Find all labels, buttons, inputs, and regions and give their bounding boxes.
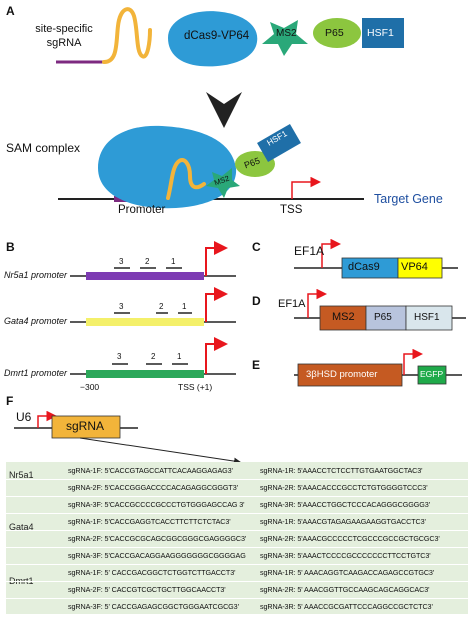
sequence-row: sgRNA-2F: 5'CACCGGGACCCCACAGAGGCGGGT3' s… (6, 483, 468, 502)
dmrt1-site-2: 2 (151, 352, 156, 361)
nr5a1-site-1: 1 (171, 257, 176, 266)
sequence-row: sgRNA-1F: 5'CACCGTAGCCATTCACAAGGAGAG3' s… (6, 466, 468, 485)
egfp-box-label: EGFP (420, 369, 444, 379)
sgrna-top-graphic (56, 7, 152, 64)
promoter-label-a: Promoter (118, 204, 166, 216)
sgrna-box-label: sgRNA (66, 419, 105, 433)
reverse-primer: sgRNA-3R: 5'AAACTCCCCGCCCCCCCTTCCTGTC3' (260, 551, 431, 560)
panel-label-f: F (6, 394, 14, 408)
panel-label-b: B (6, 240, 15, 254)
panel-label-e: E (252, 358, 261, 372)
gene-label-gata4: Gata4 (9, 522, 34, 532)
ms2-star-sam (206, 168, 240, 198)
vp64-box-label: VP64 (401, 261, 428, 273)
forward-primer: sgRNA-1F: 5'CACCGAGGTCACCTTCTTCTCTAC3' (68, 517, 231, 526)
forward-primer: sgRNA-1F: 5'CACCGTAGCCATTCACAAGGAGAG3' (68, 466, 233, 475)
3bhsd-promoter-label: 3βHSD promoter (306, 369, 378, 380)
forward-primer: sgRNA-3F: 5'CACCGCCCCGCCCTGTGGGAGCCAG 3' (68, 500, 245, 509)
sam-sgrna-loop (166, 158, 206, 200)
p65-box-label: P65 (374, 312, 392, 323)
group-separator (6, 513, 468, 514)
sgrna-label-line2: sgRNA (46, 37, 82, 49)
sequence-row: sgRNA-1F: 5' CACCGACGGCTCTGGTCTTGACCT3' … (6, 568, 468, 587)
dmrt1-site-1: 1 (177, 352, 182, 361)
u6-label: U6 (16, 410, 32, 424)
ef1a-label-d: EF1A (278, 298, 306, 310)
gata4-site-2: 2 (159, 302, 164, 311)
forward-primer: sgRNA-3F: 5' CACCGAGAGCGGCTGGGAATCGCG3' (68, 602, 239, 611)
forward-primer: sgRNA-2F: 5'CACCGGGACCCCACAGAGGCGGGT3' (68, 483, 238, 492)
tss-label-a: TSS (280, 204, 303, 216)
sgrna-sequence-table: Nr5a1 Gata4 Dmrt1 sgRNA-1F: 5'CACCGTAGCC… (6, 462, 468, 614)
nr5a1-site-3: 3 (119, 257, 124, 266)
gene-label-nr5a1: Nr5a1 (9, 470, 34, 480)
nr5a1-site-2: 2 (145, 257, 150, 266)
row-separator (6, 598, 468, 599)
sequence-row: sgRNA-3F: 5' CACCGAGAGCGGCTGGGAATCGCG3' … (6, 602, 468, 621)
panel-c-graphics (294, 238, 458, 279)
ms2-label-top: MS2 (276, 28, 297, 39)
sgrna-label-line1: site-specific (35, 23, 93, 35)
panel-label-a: A (6, 4, 15, 18)
reverse-primer: sgRNA-3R: 5' AAACCGCGATTCCCAGGCCGCTCTC3' (260, 602, 433, 611)
row-separator (6, 547, 468, 548)
group-separator (6, 564, 468, 565)
sequence-row: sgRNA-2F: 5'CACCGCGCAGCGGCGGGCGAGGGGC3' … (6, 534, 468, 553)
gata4-site-3: 3 (119, 302, 124, 311)
down-arrow (206, 92, 242, 128)
minus-300-label: −300 (80, 382, 100, 392)
row-separator (6, 479, 468, 480)
sequence-row: sgRNA-3F: 5'CACCGACAGGAAGGGGGGGCGGGGAG s… (6, 551, 468, 570)
dcas9-box-label: dCas9 (348, 261, 380, 273)
dcas9-vp64-label: dCas9-VP64 (184, 30, 250, 42)
panel-label-c: C (252, 240, 261, 254)
p65-oval-sam (235, 151, 275, 177)
sequence-row: sgRNA-2F: 5' CACCGTCGCTGCTTGGCAACCT3' sg… (6, 585, 468, 604)
gata4-site-1: 1 (182, 302, 187, 311)
ms2-box-label: MS2 (332, 311, 355, 323)
reverse-primer: sgRNA-2R: 5' AAACGGTTGCCAAGCAGCAGGCAC3' (260, 585, 430, 594)
gata4-promoter-label: Gata4 promoter (4, 316, 68, 326)
reverse-primer: sgRNA-1R: 5'AAACCTCTCCTTGTGAATGGCTAC3' (260, 466, 423, 475)
hsf1-box-label: HSF1 (414, 312, 440, 323)
row-separator (6, 496, 468, 497)
sgrna-label: site-specific sgRNA (24, 22, 104, 50)
forward-primer: sgRNA-1F: 5' CACCGACGGCTCTGGTCTTGACCT3' (68, 568, 236, 577)
tss-plus1-label: TSS (+1) (178, 382, 213, 392)
reverse-primer: sgRNA-2R: 5'AAACACCCGCCTCTGTGGGGTCCC3' (260, 483, 428, 492)
reverse-primer: sgRNA-1R: 5' AAACAGGTCAAGACCAGAGCCGTGC3' (260, 568, 435, 577)
forward-primer: sgRNA-3F: 5'CACCGACAGGAAGGGGGGGCGGGGAG (68, 551, 246, 560)
hsf1-box-top (362, 18, 404, 48)
reverse-primer: sgRNA-1R: 5'AAACGTAGAGAAGAAGGTGACCTC3' (260, 517, 426, 526)
ef1a-label-c: EF1A (294, 244, 325, 258)
ms2-star-top (262, 20, 308, 56)
hsf1-box-sam (257, 123, 301, 163)
p65-oval-top (313, 18, 361, 48)
sam-complex-label: SAM complex (6, 141, 81, 155)
reverse-primer: sgRNA-3R: 5'AAACCTGGCTCCCACAGGGCGGGG3' (260, 500, 430, 509)
dcas9-vp64-blob (168, 11, 258, 67)
reverse-primer: sgRNA-2R: 5'AAACGCCCCCTCGCCCGCCGCTGCGC3' (260, 534, 440, 543)
row-separator (6, 581, 468, 582)
forward-primer: sgRNA-2F: 5'CACCGCGCAGCGGCGGGCGAGGGGC3' (68, 534, 247, 543)
sequence-row: sgRNA-1F: 5'CACCGAGGTCACCTTCTTCTCTAC3' s… (6, 517, 468, 536)
panel-e-graphics (294, 348, 462, 387)
forward-primer: sgRNA-2F: 5' CACCGTCGCTGCTTGGCAACCT3' (68, 585, 226, 594)
nr5a1-promoter-label: Nr5a1 promoter (4, 270, 68, 280)
panel-b-graphics (70, 241, 236, 378)
p65-label-top: P65 (325, 27, 344, 39)
panel-d-graphics (294, 288, 466, 331)
panel-f-graphics (14, 410, 241, 465)
panel-label-d: D (252, 294, 261, 308)
hsf1-label-top: HSF1 (367, 27, 394, 39)
dmrt1-promoter-label: Dmrt1 promoter (4, 368, 68, 378)
dmrt1-site-3: 3 (117, 352, 122, 361)
tss-arrow-a (291, 176, 321, 199)
target-gene-label: Target Gene (374, 192, 443, 206)
sequence-row: sgRNA-3F: 5'CACCGCCCCGCCCTGTGGGAGCCAG 3'… (6, 500, 468, 519)
row-separator (6, 530, 468, 531)
